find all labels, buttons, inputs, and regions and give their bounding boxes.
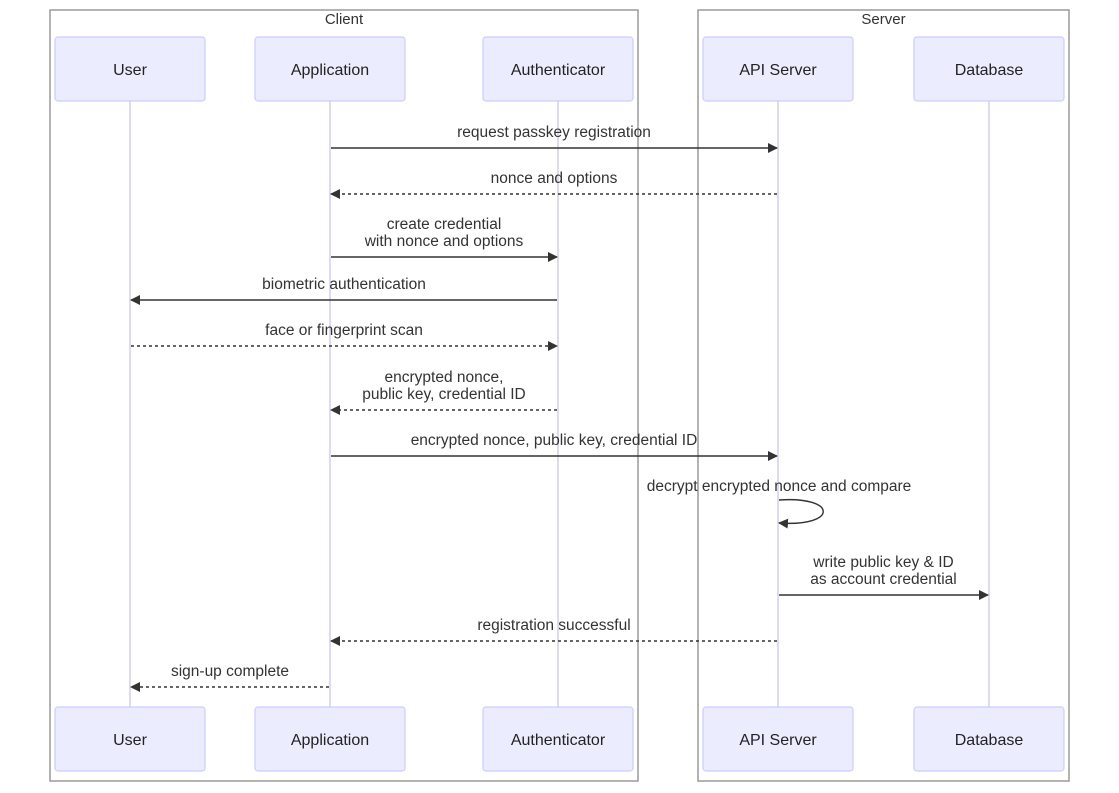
- actor-api_server-bottom: API Server: [702, 706, 854, 772]
- message-label: decrypt encrypted nonce and compare: [647, 478, 912, 495]
- message-label: face or fingerprint scan: [265, 322, 423, 339]
- actor-box: [54, 706, 206, 772]
- actor-label: Application: [291, 62, 369, 79]
- message-7: encrypted nonce, public key, credential …: [331, 432, 778, 461]
- message-label: public key, credential ID: [362, 386, 525, 403]
- actor-label: User: [113, 732, 147, 749]
- message-label: registration successful: [477, 617, 630, 634]
- message-11: sign-up complete: [130, 663, 329, 692]
- group-server: Server: [697, 9, 1070, 782]
- actor-box: [913, 36, 1065, 102]
- actor-box: [702, 36, 854, 102]
- actor-label: Database: [955, 62, 1024, 79]
- group-client: Client: [49, 9, 639, 782]
- actors: UserUserApplicationApplicationAuthentica…: [54, 36, 1065, 772]
- group-server-box: [697, 9, 1070, 782]
- actor-authenticator-top: Authenticator: [482, 36, 634, 102]
- message-8: decrypt encrypted nonce and compare: [647, 478, 912, 529]
- message-1: request passkey registration: [331, 124, 778, 153]
- actor-box: [702, 706, 854, 772]
- lifelines: [129, 101, 990, 707]
- messages: request passkey registration nonce and op…: [130, 124, 989, 692]
- actor-box: [54, 36, 206, 102]
- message-label: request passkey registration: [457, 124, 651, 141]
- message-label: encrypted nonce, public key, credential …: [411, 432, 698, 449]
- group-client-label: Client: [325, 11, 364, 28]
- group-server-label: Server: [861, 11, 905, 28]
- actor-label: User: [113, 62, 147, 79]
- actor-application-bottom: Application: [254, 706, 406, 772]
- actor-box: [482, 36, 634, 102]
- message-5: face or fingerprint scan: [131, 322, 558, 351]
- message-label: nonce and options: [491, 170, 618, 187]
- actor-box: [254, 36, 406, 102]
- message-label: write public key & ID: [812, 554, 953, 571]
- message-2: nonce and options: [330, 170, 777, 199]
- actor-label: Authenticator: [511, 732, 606, 749]
- message-label: with nonce and options: [364, 233, 524, 250]
- actor-label: API Server: [739, 732, 817, 749]
- message-label: sign-up complete: [171, 663, 289, 680]
- message-arrow: [778, 498, 824, 529]
- message-4: biometric authentication: [130, 276, 557, 305]
- actor-label: API Server: [739, 62, 817, 79]
- actor-authenticator-bottom: Authenticator: [482, 706, 634, 772]
- message-label: create credential: [387, 216, 502, 233]
- actor-box: [482, 706, 634, 772]
- actor-user-top: User: [54, 36, 206, 102]
- actor-api_server-top: API Server: [702, 36, 854, 102]
- actor-label: Database: [955, 732, 1024, 749]
- actor-label: Authenticator: [511, 62, 606, 79]
- actor-user-bottom: User: [54, 706, 206, 772]
- actor-database-bottom: Database: [913, 706, 1065, 772]
- actor-database-top: Database: [913, 36, 1065, 102]
- group-client-box: [49, 9, 639, 782]
- message-6: encrypted nonce,public key, credential I…: [330, 369, 557, 415]
- actor-box: [254, 706, 406, 772]
- message-label: as account credential: [810, 571, 956, 588]
- message-label: biometric authentication: [262, 276, 426, 293]
- message-10: registration successful: [330, 617, 777, 646]
- actor-box: [913, 706, 1065, 772]
- message-label: encrypted nonce,: [385, 369, 504, 386]
- actor-application-top: Application: [254, 36, 406, 102]
- actor-label: Application: [291, 732, 369, 749]
